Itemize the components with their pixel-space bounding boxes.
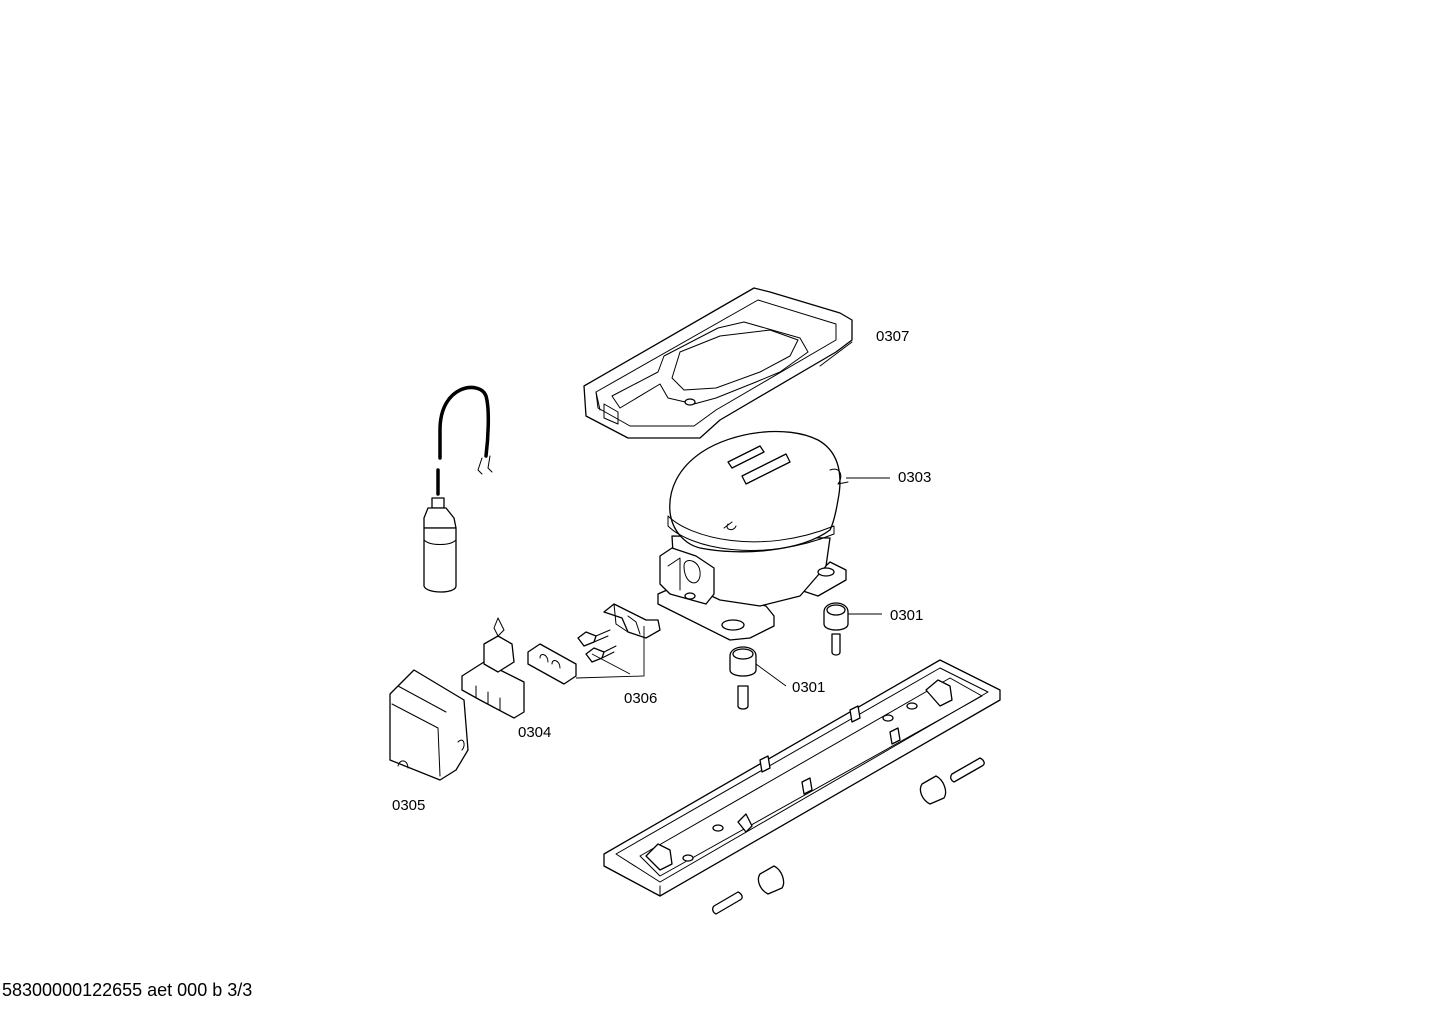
grommet-right (823, 602, 849, 656)
relay-cover (389, 669, 469, 781)
part-number-0307: 0307 (876, 328, 909, 345)
grommet-front (729, 646, 757, 710)
clamp-and-screws (527, 603, 661, 685)
compressor (657, 430, 849, 641)
drip-tray (583, 287, 853, 439)
part-number-0305: 0305 (392, 797, 425, 814)
part-number-0303: 0303 (898, 469, 931, 486)
document-id-footer: 58300000122655 aet 000 b 3/3 (2, 980, 253, 1000)
part-number-0301-front: 0301 (792, 679, 825, 696)
capacitor (423, 385, 493, 593)
part-number-0304: 0304 (518, 724, 551, 741)
mounting-rail (603, 659, 1001, 897)
pins-and-bushings (712, 757, 985, 915)
leader-lines (575, 477, 890, 687)
part-number-0301-right: 0301 (890, 607, 923, 624)
starter-relay (461, 617, 525, 719)
part-number-0306: 0306 (624, 690, 657, 707)
